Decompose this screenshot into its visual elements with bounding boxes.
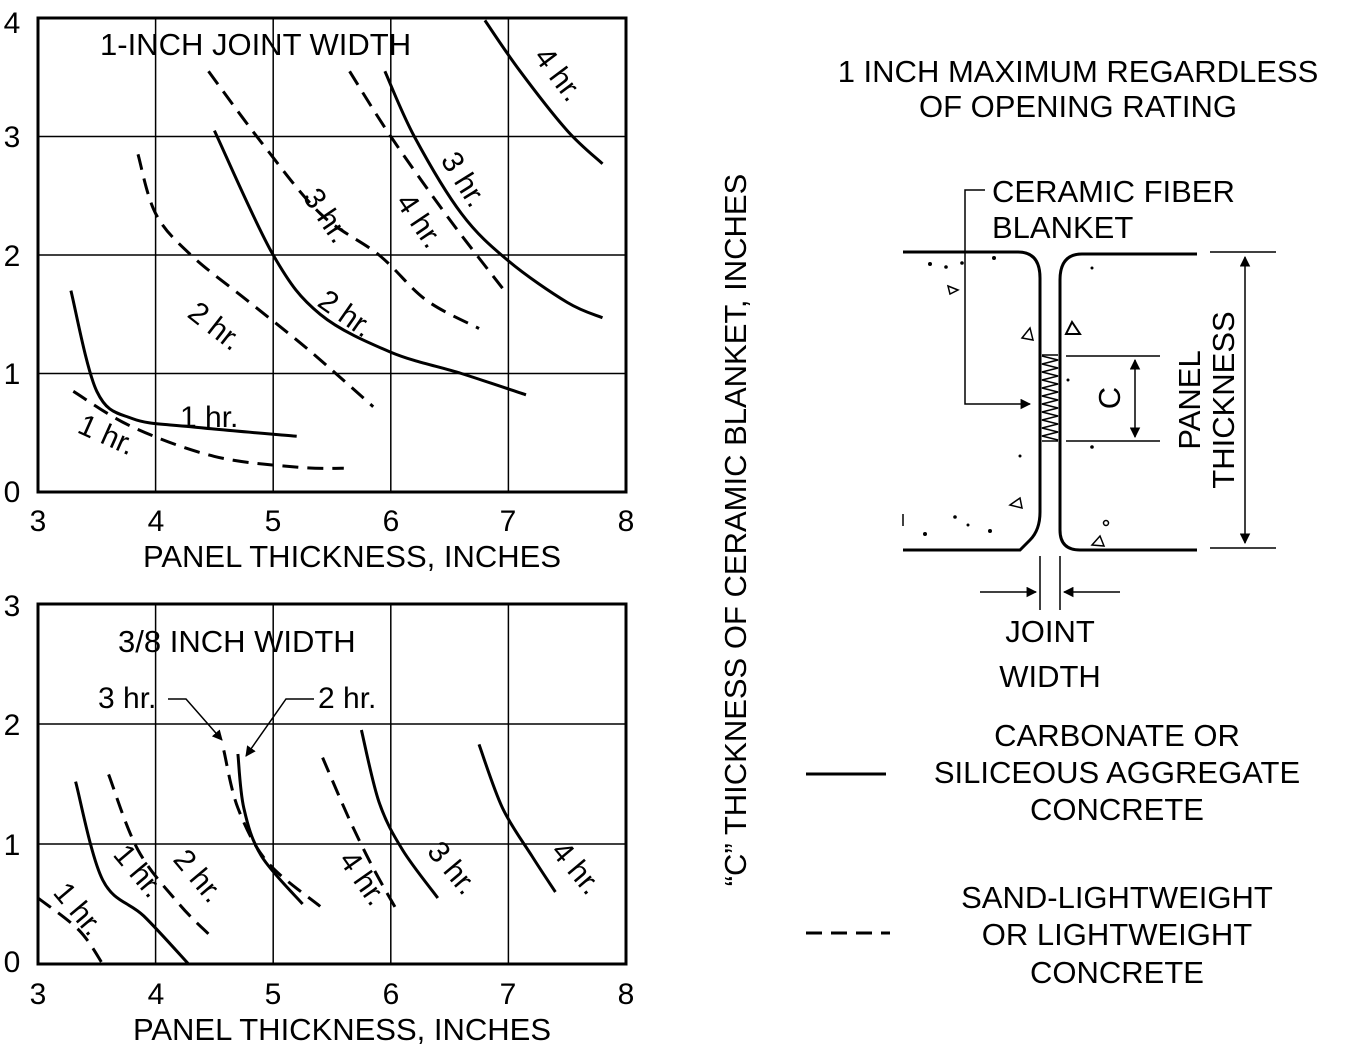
top-ytick-0: 0	[4, 476, 21, 509]
top-label-2hr-solid: 2 hr.	[312, 284, 379, 345]
top-series-3hr-solid-line	[383, 70, 604, 320]
top-label-4hr-solid: 4 hr.	[527, 41, 588, 107]
bottom-xtick-7: 7	[500, 978, 517, 1011]
panel-thickness-label-line1: PANEL	[1172, 350, 1207, 449]
chart-bottom-curve-labels: 1 hr. 1 hr. 2 hr. 3 hr. 4 hr. 4 hr. 3 hr…	[47, 682, 608, 942]
top-xtick-8: 8	[618, 505, 635, 538]
bottom-label-1hr-solid: 1 hr.	[107, 838, 170, 904]
top-xtick-7: 7	[500, 505, 517, 538]
top-series-2hr-dashed-line	[136, 153, 375, 408]
legend-dashed-line1: SAND-LIGHTWEIGHT	[961, 880, 1273, 915]
top-series-1hr-dashed-line	[72, 390, 344, 470]
top-label-1hr-solid: 1 hr.	[180, 401, 238, 434]
left-panel-outline	[903, 250, 1042, 552]
top-label-2hr-dashed: 2 hr.	[182, 296, 248, 358]
legend-dashed-line2: OR LIGHTWEIGHT	[982, 917, 1252, 952]
chart-top-series	[69, 19, 604, 470]
legend: CARBONATE OR SILICEOUS AGGREGATE CONCRET…	[806, 718, 1300, 990]
chart-top-grid	[38, 18, 626, 492]
bottom-callout-2hr: 2 hr.	[318, 682, 376, 715]
bottom-series-3hr-dashed-line	[222, 750, 322, 908]
chart-bottom-yticks: 0 1 2 3	[4, 590, 21, 979]
aggregate-speckle	[923, 256, 1110, 547]
chart-top-yticks: 0 1 2 3 4	[4, 7, 21, 509]
right-panel-outline	[1058, 252, 1197, 552]
top-ytick-3: 3	[4, 121, 21, 154]
shared-ylabel: “C” THICKNESS OF CERAMIC BLANKET, INCHES	[718, 174, 753, 887]
top-label-3hr-dashed: 3 hr.	[296, 182, 356, 249]
bottom-label-1hr-dashed: 1 hr.	[47, 876, 110, 942]
bottom-xtick-3: 3	[30, 978, 47, 1011]
top-xtick-4: 4	[148, 505, 165, 538]
chart-top-xlabel: PANEL THICKNESS, INCHES	[143, 539, 561, 574]
c-label: C	[1092, 387, 1127, 409]
bottom-xtick-4: 4	[148, 978, 165, 1011]
bottom-callout-3hr: 3 hr.	[98, 682, 156, 715]
chart-bottom-title: 3/8 INCH WIDTH	[118, 624, 356, 659]
bottom-series-4hr-dashed-line	[321, 757, 399, 911]
top-series-3hr-dashed-line	[207, 70, 480, 330]
top-label-3hr-solid: 3 hr.	[434, 146, 493, 213]
callout-3hr-arrow	[168, 698, 223, 741]
top-xtick-3: 3	[30, 505, 47, 538]
chart-top: 3 4 5 6 7 8 0 1 2 3 4 1-INCH JOINT WIDTH…	[4, 7, 635, 574]
bottom-ytick-2: 2	[4, 709, 21, 742]
bottom-xtick-8: 8	[618, 978, 635, 1011]
bottom-series-4hr-solid-line	[477, 743, 557, 893]
chart-top-xticks: 3 4 5 6 7 8	[30, 505, 635, 538]
chart-bottom-xticks: 3 4 5 6 7 8	[30, 978, 635, 1011]
detail-note-line1: 1 INCH MAXIMUM REGARDLESS	[838, 54, 1319, 89]
blanket-label-line2: BLANKET	[992, 210, 1133, 245]
top-xtick-6: 6	[383, 505, 400, 538]
bottom-series-2hr-dashed-line	[107, 773, 210, 936]
bottom-series-1hr-solid-line	[74, 781, 190, 966]
joint-width-label-line2: WIDTH	[999, 659, 1101, 694]
bottom-label-4hr-dashed: 4 hr.	[332, 845, 393, 912]
bottom-ytick-1: 1	[4, 829, 21, 862]
legend-solid-line3: CONCRETE	[1030, 792, 1204, 827]
top-series-4hr-dashed-line	[348, 70, 504, 290]
chart-bottom-series	[37, 729, 557, 966]
blanket-leader-arrow	[964, 189, 1032, 410]
chart-top-curve-labels: 1 hr. 1 hr. 2 hr. 2 hr. 3 hr. 3 hr. 4 hr…	[73, 41, 589, 462]
bottom-series-1hr-dashed-line	[37, 896, 104, 965]
bottom-label-2hr-dashed: 2 hr.	[167, 843, 230, 909]
joint-detail: 1 INCH MAXIMUM REGARDLESS OF OPENING RAT…	[838, 54, 1319, 694]
bottom-ytick-0: 0	[4, 946, 21, 979]
blanket-zigzag	[1041, 355, 1059, 441]
bottom-xtick-6: 6	[383, 978, 400, 1011]
chart-bottom-frame	[36, 602, 628, 966]
top-series-1hr-solid-line	[69, 290, 297, 438]
top-ytick-4: 4	[4, 7, 21, 40]
joint-width-label-line1: JOINT	[1005, 614, 1095, 649]
legend-solid-line1: CARBONATE OR	[994, 718, 1240, 753]
top-series-2hr-solid-line	[213, 129, 527, 397]
callout-2hr-arrow	[245, 698, 314, 757]
chart-top-frame	[36, 16, 628, 494]
top-ytick-2: 2	[4, 240, 21, 273]
panel-thickness-label-line2: THICKNESS	[1206, 311, 1241, 488]
bottom-ytick-3: 3	[4, 590, 21, 623]
top-label-4hr-dashed: 4 hr.	[389, 187, 449, 254]
chart-bottom: 3 4 5 6 7 8 0 1 2 3 3/8 INCH WIDTH PANEL…	[4, 590, 635, 1047]
top-ytick-1: 1	[4, 358, 21, 391]
chart-bottom-grid	[38, 604, 626, 964]
bottom-series-3hr-solid-line	[359, 729, 440, 899]
blanket-label-line1: CERAMIC FIBER	[992, 174, 1235, 209]
chart-bottom-xlabel: PANEL THICKNESS, INCHES	[133, 1012, 551, 1047]
detail-note-line2: OF OPENING RATING	[919, 89, 1237, 124]
top-series-4hr-solid-line	[483, 19, 604, 165]
bottom-series-2hr-solid-line	[236, 753, 304, 905]
bottom-label-3hr-solid: 3 hr.	[421, 835, 484, 901]
legend-dashed-line3: CONCRETE	[1030, 955, 1204, 990]
chart-top-title: 1-INCH JOINT WIDTH	[100, 27, 411, 62]
legend-solid-line2: SILICEOUS AGGREGATE	[934, 755, 1300, 790]
bottom-xtick-5: 5	[265, 978, 282, 1011]
top-xtick-5: 5	[265, 505, 282, 538]
